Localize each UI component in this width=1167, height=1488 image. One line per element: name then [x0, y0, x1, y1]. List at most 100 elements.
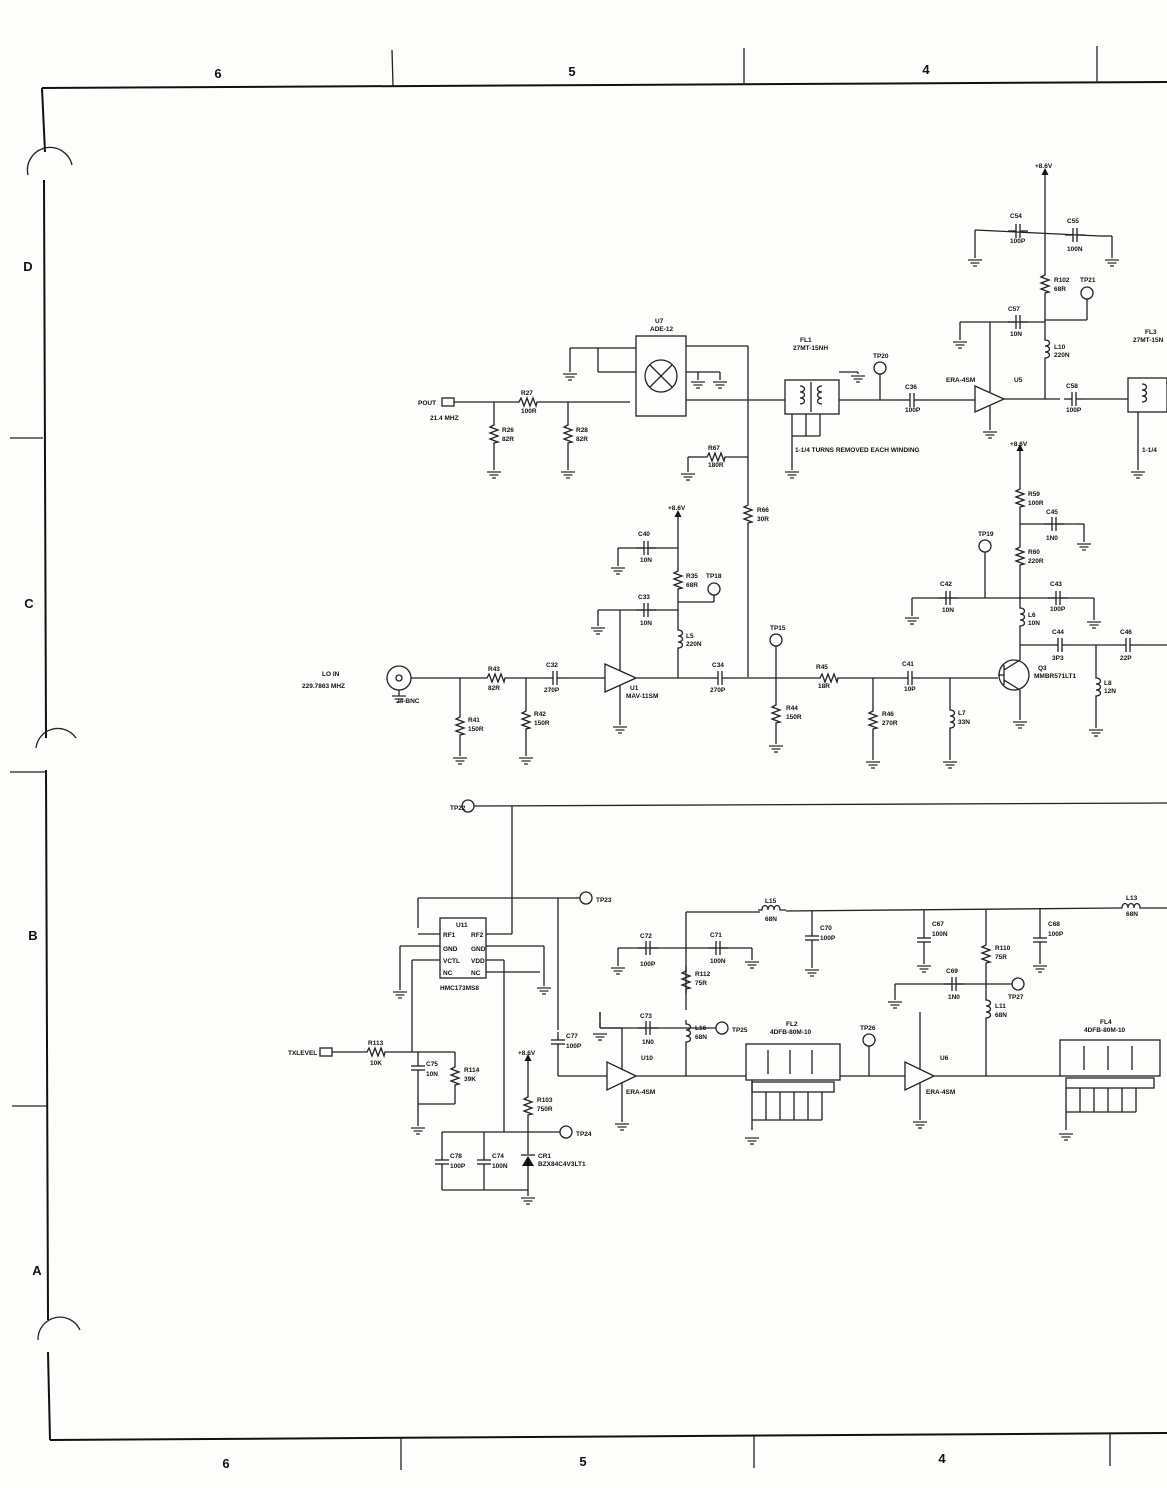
lo-in-label: LO IN	[322, 671, 340, 678]
resistor-r67	[701, 452, 731, 462]
fl3-winding-note: 1-1/4	[1142, 447, 1157, 454]
pout-frequency: 21.4 MHZ	[430, 415, 459, 422]
q3-value: MMBR571LT1	[1034, 673, 1077, 680]
tp19-label: TP19	[978, 531, 994, 538]
r110-ref: R110	[995, 945, 1011, 952]
resistor-r114	[450, 1061, 460, 1091]
lo-frequency: 229.7863 MHZ	[302, 683, 345, 690]
c69-value: 1N0	[948, 994, 960, 1001]
c74-ref: C74	[492, 1153, 504, 1160]
c34-ref: C34	[712, 662, 724, 669]
r28-value: 82R	[576, 436, 588, 443]
resistor-r45	[814, 673, 844, 683]
resistor-r110	[981, 939, 991, 969]
c33-value: 10N	[640, 620, 652, 627]
vcc-label-q3: +8.6V	[1010, 441, 1028, 448]
pout-label: POUT	[418, 400, 436, 407]
resistor-r42	[521, 705, 531, 735]
vcc-label-u1: +8.6V	[668, 505, 686, 512]
column-label-6-bottom: 6	[222, 1456, 229, 1471]
resistor-r27	[513, 397, 543, 407]
c42-ref: C42	[940, 581, 952, 588]
c36-ref: C36	[905, 384, 917, 391]
r43-value: 82R	[488, 685, 500, 692]
l16-ref: L16	[695, 1025, 707, 1032]
resistor-r112	[681, 965, 691, 995]
capacitor-c34	[709, 670, 731, 686]
c43-value: 100P	[1050, 606, 1066, 613]
resistor-r103	[523, 1091, 533, 1121]
resistor-r43	[481, 673, 511, 683]
l15-value: 68N	[765, 916, 777, 923]
l7-value: 33N	[958, 719, 970, 726]
r35-ref: R35	[686, 573, 698, 580]
r42-ref: R42	[534, 711, 546, 718]
testpoint-tp25	[715, 1021, 729, 1035]
c55-value: 100N	[1067, 246, 1083, 253]
filter-fl2	[744, 1043, 841, 1145]
u1-ref: U1	[630, 685, 639, 692]
c70-value: 100P	[820, 935, 836, 942]
tp18-label: TP18	[706, 573, 722, 580]
zener-diode-cr1	[521, 1154, 535, 1196]
inductor-l8	[1095, 673, 1102, 703]
resistor-r113	[361, 1047, 391, 1057]
r43-ref: R43	[488, 666, 500, 673]
transistor-q3	[998, 648, 1030, 729]
c33-ref: C33	[638, 594, 650, 601]
c42-value: 10N	[942, 607, 954, 614]
u11-pin-gnd-right: GND	[471, 946, 486, 953]
capacitor-c74	[476, 1151, 492, 1173]
l8-ref: L8	[1104, 680, 1112, 687]
l7-ref: L7	[958, 710, 966, 717]
c71-value: 100N	[710, 958, 726, 965]
r44-value: 150R	[786, 714, 802, 721]
c32-ref: C32	[546, 662, 558, 669]
r28-ref: R28	[576, 427, 588, 434]
tp25-label: TP25	[732, 1027, 748, 1034]
r113-value: 10K	[370, 1060, 382, 1067]
c73-ref: C73	[640, 1013, 652, 1020]
switch-u11	[439, 917, 487, 979]
column-label-5-top: 5	[568, 64, 575, 79]
resistor-r28	[563, 419, 573, 449]
capacitor-c67	[916, 929, 932, 951]
r67-value: 180R	[708, 462, 724, 469]
l5-ref: L5	[686, 633, 694, 640]
u11-pin-rf2: RF2	[471, 932, 484, 939]
testpoint-tp21	[1080, 286, 1094, 300]
tp22-label: TP22	[450, 805, 466, 812]
inductor-l11	[985, 995, 992, 1025]
resistor-r59	[1015, 483, 1025, 513]
c69-ref: C69	[946, 968, 958, 975]
c44-ref: C44	[1052, 629, 1064, 636]
c68-ref: C68	[1048, 921, 1060, 928]
capacitor-c75	[410, 1057, 426, 1079]
c67-ref: C67	[932, 921, 944, 928]
bnc-value: J4-BNC	[396, 698, 420, 705]
c40-ref: C40	[638, 531, 650, 538]
capacitor-c41	[899, 670, 921, 686]
vcc-label-zener: +8.6V	[518, 1050, 536, 1057]
resistor-r44	[771, 699, 781, 729]
c77-ref: C77	[566, 1033, 578, 1040]
l10-ref: L10	[1054, 344, 1066, 351]
amplifier-u5	[974, 384, 1006, 439]
inductor-l16	[685, 1019, 692, 1049]
testpoint-tp26	[862, 1033, 876, 1047]
row-label-d: D	[23, 259, 32, 274]
c55-ref: C55	[1067, 218, 1079, 225]
r35-value: 68R	[686, 582, 698, 589]
mixer-u7	[635, 335, 687, 417]
r45-ref: R45	[816, 664, 828, 671]
c72-value: 100P	[640, 961, 656, 968]
l16-value: 68N	[695, 1034, 707, 1041]
c32-value: 270P	[544, 687, 560, 694]
c76-value: 100P	[450, 1163, 466, 1170]
capacitor-c46	[1117, 637, 1139, 653]
c68-value: 100P	[1048, 931, 1064, 938]
u6-ref: U6	[940, 1055, 949, 1062]
tp24-label: TP24	[576, 1131, 592, 1138]
c74-value: 100N	[492, 1163, 508, 1170]
cr1-value: BZX84C4V3LT1	[538, 1161, 586, 1168]
